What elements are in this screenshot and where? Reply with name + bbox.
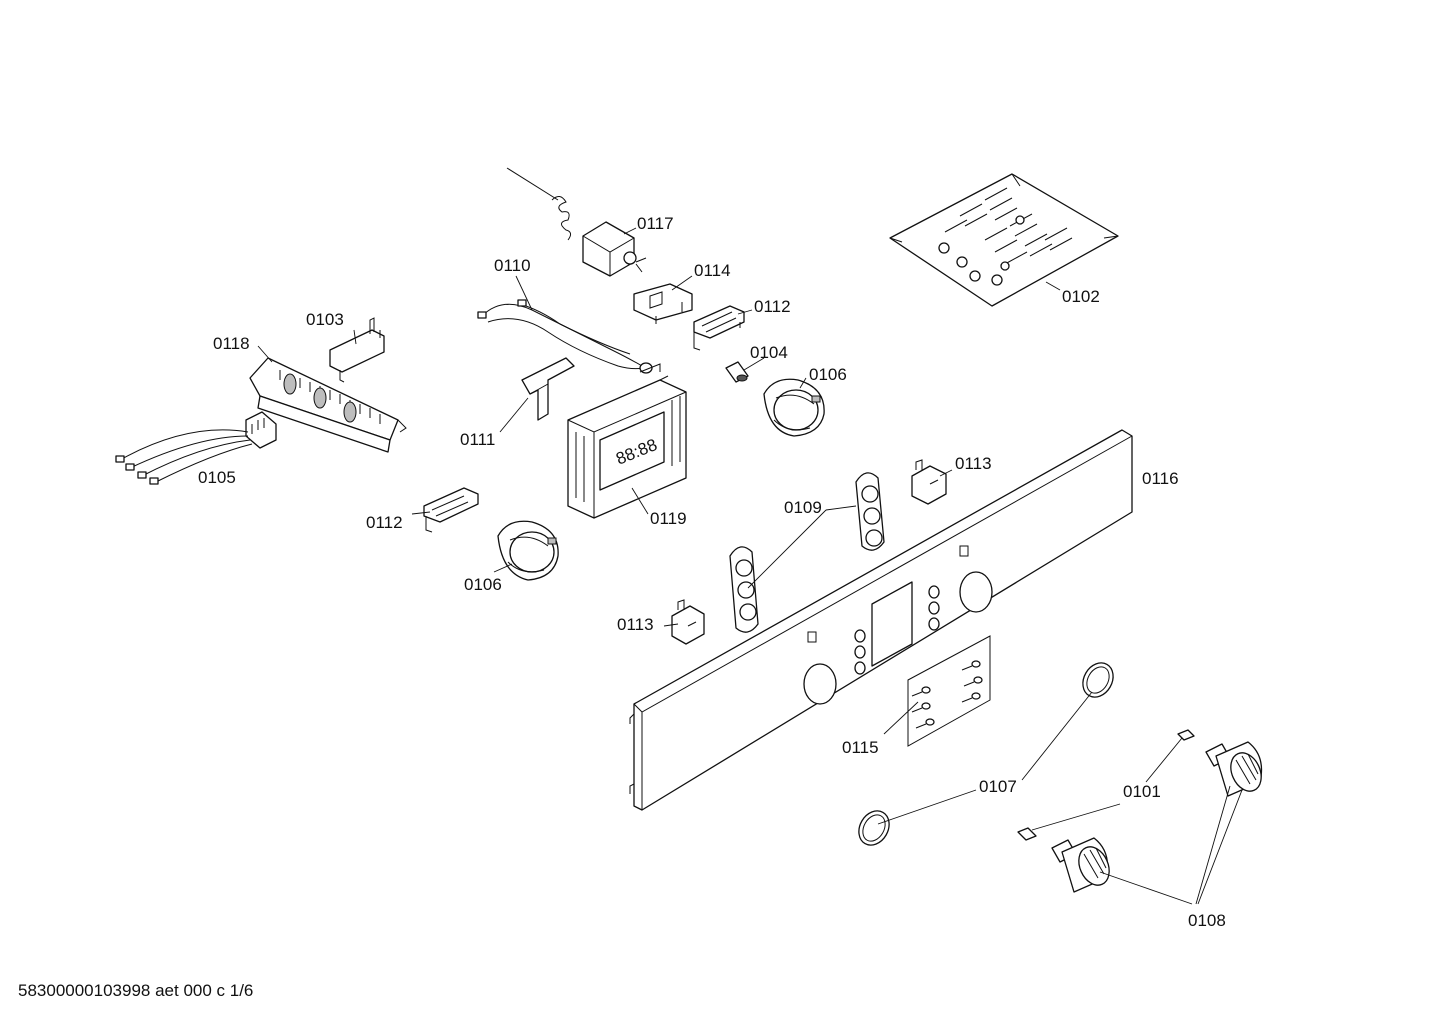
callout-0115: 0115 — [842, 738, 879, 757]
clip-0101-lower-part — [1017, 827, 1037, 841]
timer-module-part: 88:88 — [567, 363, 687, 519]
knob-housing-upper-part — [763, 378, 825, 437]
callout-0114: 0114 — [694, 261, 731, 280]
callout-0102: 0102 — [1062, 287, 1100, 306]
callout-0104: 0104 — [750, 343, 788, 362]
callout-0106-lower: 0106 — [464, 575, 502, 594]
callout-0101: 0101 — [1123, 782, 1161, 801]
callout-0103: 0103 — [306, 310, 344, 329]
callout-0110: 0110 — [494, 256, 531, 275]
callout-0117: 0117 — [637, 214, 674, 233]
callout-0111: 0111 — [460, 430, 495, 449]
screws-group-part — [907, 635, 991, 747]
microswitch-lower-part — [671, 599, 705, 645]
slider-0111-part — [521, 357, 575, 421]
callout-labels: 0117 0110 0114 0112 0103 0118 0104 0106 … — [198, 214, 1226, 930]
microswitch-upper-part — [911, 459, 947, 505]
callout-0106-upper: 0106 — [809, 365, 847, 384]
callout-0109: 0109 — [784, 498, 822, 517]
control-panel-fascia-part — [629, 429, 1133, 811]
ring-lower-part — [858, 810, 890, 846]
wire-harness-part — [477, 299, 653, 374]
ring-upper-part — [1082, 662, 1114, 698]
callout-0108: 0108 — [1188, 911, 1226, 930]
callout-0116: 0116 — [1142, 469, 1179, 488]
terminal-board-part — [249, 357, 407, 453]
callout-0105: 0105 — [198, 468, 236, 487]
knob-housing-lower-part — [497, 520, 559, 581]
callout-0112-upper: 0112 — [754, 297, 791, 316]
knob-lower-part — [1051, 837, 1110, 893]
holder-0103-part — [329, 317, 385, 383]
bracket-0114-part — [633, 283, 693, 324]
button-strip-lower-part — [729, 546, 759, 633]
callout-0119: 0119 — [650, 509, 687, 528]
callout-0113-upper: 0113 — [955, 454, 992, 473]
document-footer-code: 58300000103998 aet 000 c 1/6 — [18, 981, 254, 1000]
callout-0107: 0107 — [979, 777, 1017, 796]
thermostat-part — [506, 167, 647, 277]
cable-connector-part — [115, 411, 277, 485]
button-strip-upper-part — [855, 472, 885, 551]
leader-lines — [257, 227, 1243, 905]
screw-bag-part — [889, 173, 1119, 307]
knob-upper-part — [1205, 741, 1263, 797]
callout-0112-lower: 0112 — [366, 513, 403, 532]
clip-upper-part — [693, 305, 745, 351]
clip-0101-upper-part — [1177, 729, 1195, 741]
callout-0113-lower: 0113 — [617, 615, 654, 634]
clip-lower-part — [423, 487, 479, 533]
connector-0104-part — [725, 361, 749, 383]
callout-0118: 0118 — [213, 334, 250, 353]
